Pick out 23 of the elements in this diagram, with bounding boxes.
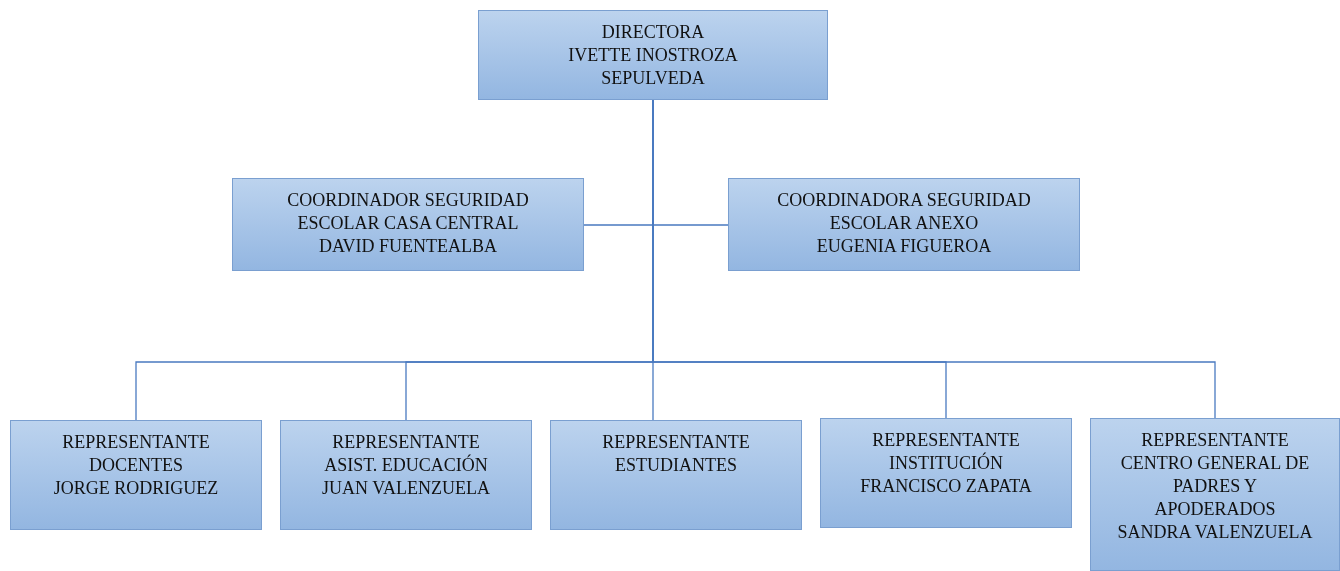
role-title: COORDINADOR SEGURIDAD ESCOLAR CASA CENTRAL xyxy=(286,189,530,235)
role-title: REPRESENTANTE ESTUDIANTES xyxy=(601,431,751,477)
person-name: IVETTE INOSTROZA SEPULVEDA xyxy=(567,44,739,90)
org-box xyxy=(550,420,802,530)
org-box xyxy=(280,420,532,530)
role-title: REPRESENTANTE CENTRO GENERAL DE PADRES Y APODERADOS xyxy=(1119,429,1311,521)
role-title: REPRESENTANTE DOCENTES xyxy=(61,431,211,477)
org-box xyxy=(728,178,1080,271)
person-name: FRANCISCO ZAPATA xyxy=(859,475,1033,498)
role-title: COORDINADORA SEGURIDAD ESCOLAR ANEXO xyxy=(776,189,1032,235)
org-box xyxy=(10,420,262,530)
org-box xyxy=(478,10,828,100)
role-title: REPRESENTANTE ASIST. EDUCACIÓN xyxy=(323,431,489,477)
person-name: SANDRA VALENZUELA xyxy=(1116,521,1314,544)
person-name: DAVID FUENTEALBA xyxy=(317,235,499,258)
org-box xyxy=(232,178,584,271)
person-name: EUGENIA FIGUEROA xyxy=(815,235,993,258)
person-name: JORGE RODRIGUEZ xyxy=(52,477,220,500)
role-title: DIRECTORA xyxy=(600,21,706,44)
role-title: REPRESENTANTE INSTITUCIÓN xyxy=(871,429,1021,475)
person-name: JUAN VALENZUELA xyxy=(321,477,491,500)
org-box xyxy=(820,418,1072,528)
org-box xyxy=(1090,418,1340,571)
